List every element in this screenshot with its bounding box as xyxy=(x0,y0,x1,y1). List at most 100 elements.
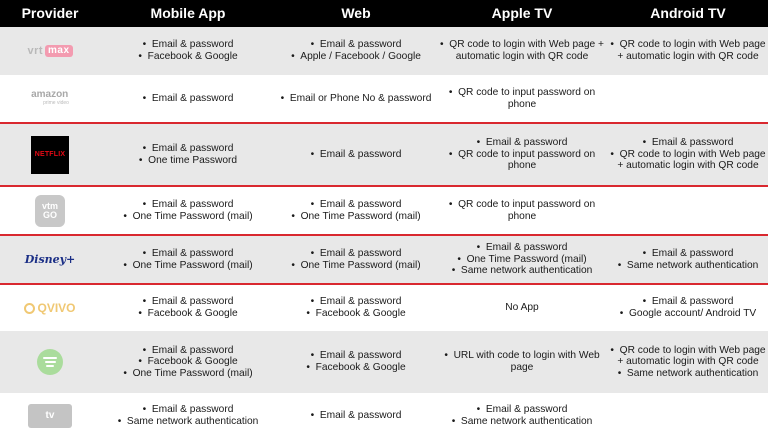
list-item: Email or Phone No & password xyxy=(281,93,432,105)
list-item: Email & password xyxy=(436,137,608,149)
list-item: Google account/ Android TV xyxy=(620,308,756,320)
list-item: Email & password xyxy=(139,143,237,155)
list-item: One time Password xyxy=(139,155,237,167)
list-item: Email & password xyxy=(608,137,768,149)
list-item: Email & password xyxy=(452,404,593,416)
list-item: Email & password xyxy=(123,248,252,260)
mobile-cell: Email & passwordFacebook & Google xyxy=(100,27,276,75)
vtm-logo-sub: GO xyxy=(42,209,57,220)
table-row-spotify: Email & passwordFacebook & GoogleOne Tim… xyxy=(0,331,768,393)
mobile-cell: Email & passwordFacebook & Google xyxy=(100,285,276,331)
list-item: Same network authentication xyxy=(618,260,758,272)
android-tv-cell: Email & passwordQR code to login with We… xyxy=(608,124,768,185)
list-item: QR code to login with Web page + automat… xyxy=(436,39,608,62)
android-tv-cell: QR code to login with Web page + automat… xyxy=(608,27,768,75)
list-item: Email & password xyxy=(311,149,402,161)
table-row-amazon: amazon prime video Email & password Emai… xyxy=(0,75,768,123)
list-item: Email & password xyxy=(123,199,252,211)
provider-cell: Disney+ xyxy=(0,236,100,283)
list-item: Facebook & Google xyxy=(138,51,238,63)
list-item: QR code to login with Web page + automat… xyxy=(608,149,768,172)
list-item: One Time Password (mail) xyxy=(123,368,253,380)
list-item: QR code to login with Web page + automat… xyxy=(608,39,768,62)
table-row-disney-plus: Disney+ Email & passwordOne Time Passwor… xyxy=(0,236,768,283)
list-item: Same network authentication xyxy=(118,416,258,428)
header-apple-tv: Apple TV xyxy=(491,5,553,21)
web-cell: Email & passwordApple / Facebook / Googl… xyxy=(276,27,436,75)
mobile-cell: Email & password xyxy=(100,75,276,123)
web-cell: Email & passwordOne Time Password (mail) xyxy=(276,187,436,234)
table-row-qvivo: QVIVO Email & passwordFacebook & Google … xyxy=(0,285,768,331)
list-item: QR code to input password on phone xyxy=(436,149,608,172)
list-item: Same network authentication xyxy=(608,368,768,380)
vrt-logo-badge: max xyxy=(45,45,73,57)
row-divider xyxy=(0,234,768,236)
table-row-vrt-max: vrt max Email & passwordFacebook & Googl… xyxy=(0,27,768,75)
android-tv-cell: Email & passwordSame network authenticat… xyxy=(608,236,768,283)
list-item: One Time Password (mail) xyxy=(452,254,593,266)
list-item: Email & password xyxy=(123,345,252,357)
android-tv-cell: QR code to login with Web page + automat… xyxy=(608,331,768,393)
list-item: Email & password xyxy=(138,39,237,51)
spotify-logo xyxy=(37,349,63,375)
provider-cell: vtm GO xyxy=(0,187,100,234)
provider-cell: amazon prime video xyxy=(0,75,100,123)
list-item: QR code to input password on phone xyxy=(436,199,608,222)
apple-tv-cell: Email & passwordSame network authenticat… xyxy=(436,393,608,438)
header-web: Web xyxy=(341,5,371,21)
list-item: Facebook & Google xyxy=(123,356,252,368)
row-divider xyxy=(0,283,768,285)
android-tv-cell xyxy=(608,187,768,234)
header-provider: Provider xyxy=(21,5,79,21)
vrt-max-logo: vrt max xyxy=(27,45,73,57)
apple-tv-cell: No App xyxy=(436,285,608,331)
android-tv-cell xyxy=(608,75,768,123)
amazon-logo-sub: prime video xyxy=(43,100,69,106)
table-row-netflix: NETFLIX Email & passwordOne time Passwor… xyxy=(0,124,768,185)
web-cell: Email & password xyxy=(276,124,436,185)
list-item: Email & password xyxy=(143,93,234,105)
table-row-telenet-tv: tv Email & passwordSame network authenti… xyxy=(0,393,768,438)
list-item: One Time Password (mail) xyxy=(123,211,253,223)
provider-cell: tv xyxy=(0,393,100,438)
list-item: One Time Password (mail) xyxy=(291,260,421,272)
web-cell: Email or Phone No & password xyxy=(276,75,436,123)
list-item: URL with code to login with Web page xyxy=(436,350,608,373)
provider-cell xyxy=(0,331,100,393)
provider-cell: NETFLIX xyxy=(0,124,100,185)
list-item: Facebook & Google xyxy=(306,308,406,320)
list-item: QR code to login with Web page + automat… xyxy=(608,345,768,368)
apple-tv-cell: Email & passwordOne Time Password (mail)… xyxy=(436,236,608,283)
list-item: Same network authentication xyxy=(452,416,592,428)
spotify-wave-icon xyxy=(46,365,54,367)
list-item: One Time Password (mail) xyxy=(123,260,253,272)
web-cell: Email & passwordOne Time Password (mail) xyxy=(276,236,436,283)
mobile-cell: Email & passwordFacebook & GoogleOne Tim… xyxy=(100,331,276,393)
list-item: Same network authentication xyxy=(452,265,592,277)
qvivo-ring-icon xyxy=(24,302,36,314)
android-tv-cell xyxy=(608,393,768,438)
web-cell: Email & passwordFacebook & Google xyxy=(276,331,436,393)
list-item: Apple / Facebook / Google xyxy=(291,51,421,63)
android-tv-cell: Email & passwordGoogle account/ Android … xyxy=(608,285,768,331)
provider-cell: vrt max xyxy=(0,27,100,75)
list-item: Email & password xyxy=(306,350,405,362)
disney-plus-logo: Disney+ xyxy=(24,253,76,266)
spotify-wave-icon xyxy=(44,361,56,363)
web-cell: Email & password xyxy=(276,393,436,438)
row-divider xyxy=(0,122,768,124)
mobile-cell: Email & passwordOne Time Password (mail) xyxy=(100,236,276,283)
qvivo-logo: QVIVO xyxy=(24,301,76,315)
mobile-cell: Email & passwordOne time Password xyxy=(100,124,276,185)
list-item: Email & password xyxy=(311,410,402,422)
vtm-logo-text: vtm xyxy=(41,200,58,211)
list-item: Email & password xyxy=(618,248,759,260)
vrt-logo-text: vrt xyxy=(27,45,44,57)
vtm-go-logo: vtm GO xyxy=(35,194,65,227)
header-mobile-app: Mobile App xyxy=(150,5,226,21)
web-cell: Email & passwordFacebook & Google xyxy=(276,285,436,331)
provider-cell: QVIVO xyxy=(0,285,100,331)
apple-tv-cell: QR code to login with Web page + automat… xyxy=(436,27,608,75)
qvivo-logo-text: QVIVO xyxy=(37,301,76,315)
